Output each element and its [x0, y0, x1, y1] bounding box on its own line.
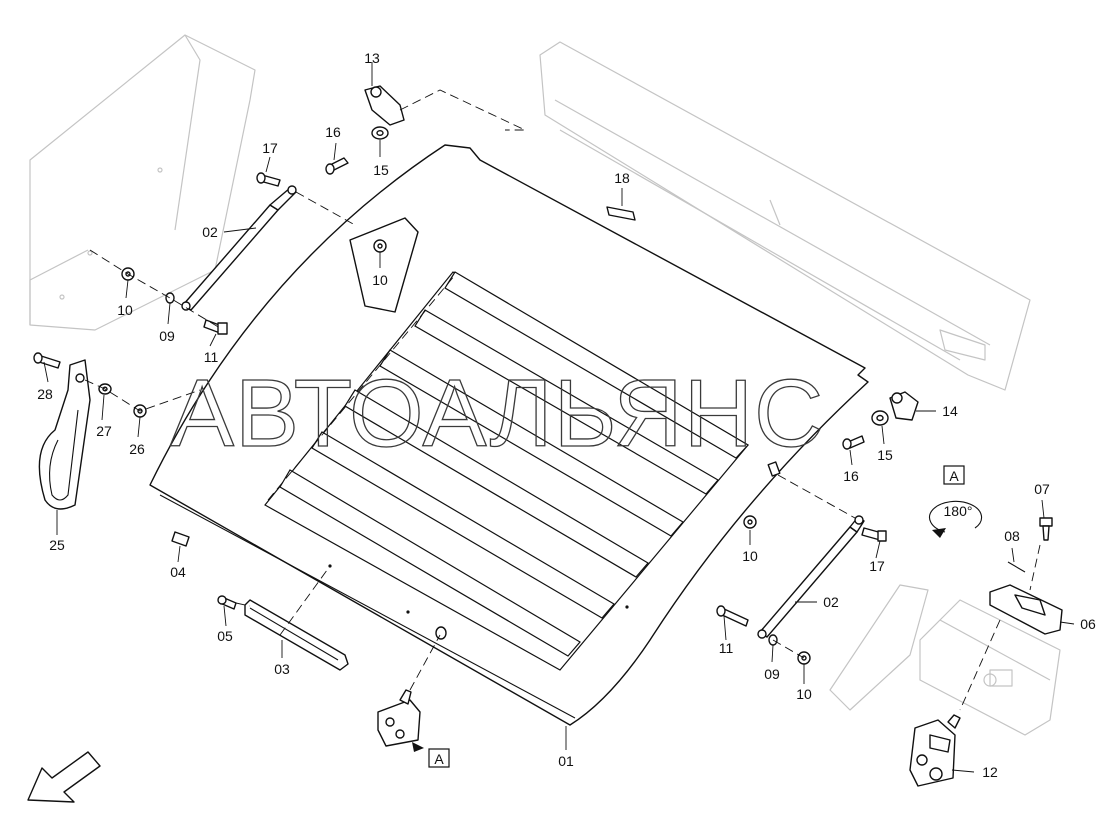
screw-07	[1039, 517, 1053, 541]
hinge-top	[364, 85, 526, 131]
callout-10-right-lower: 10	[796, 686, 812, 702]
background-frame-right	[539, 41, 1031, 391]
spring-08	[1007, 561, 1026, 573]
rotation-label: 180°	[944, 503, 973, 519]
callout-10-bubble: 10	[372, 272, 388, 288]
callout-18: 18	[614, 170, 630, 186]
handle-03	[244, 599, 349, 671]
callout-11-left: 11	[204, 349, 219, 365]
view-marker-letter-bottom: A	[434, 751, 444, 767]
callout-03: 03	[274, 661, 290, 677]
latch-06	[959, 544, 1063, 711]
watermark-text: АВТОАЛЬЯНС	[170, 360, 824, 467]
washer-15-top	[371, 126, 389, 140]
callout-09-left: 09	[159, 328, 175, 344]
callout-04: 04	[170, 564, 186, 580]
bolt-16-top	[325, 157, 349, 175]
callout-05: 05	[217, 628, 233, 644]
washer-09-left	[165, 292, 175, 304]
callout-12: 12	[982, 764, 998, 780]
clip-18	[606, 206, 636, 221]
callout-01: 01	[558, 753, 574, 769]
nut-10-right-upper	[743, 515, 757, 529]
bolt-17-left	[256, 172, 281, 187]
callout-10-right-upper: 10	[742, 548, 758, 564]
callout-08: 08	[1004, 528, 1020, 544]
pin-04	[171, 531, 190, 547]
callout-02-left: 02	[202, 224, 218, 240]
callout-10-upper-left: 10	[117, 302, 133, 318]
callout-17-left: 17	[262, 140, 278, 156]
rotation-marker: A 180°	[929, 465, 983, 538]
callout-02-right: 02	[823, 594, 839, 610]
callout-07: 07	[1034, 481, 1050, 497]
leader-lines	[43, 62, 1075, 773]
gas-strut-right	[757, 515, 865, 639]
bolt-11-right	[716, 605, 749, 627]
bolt-16-right	[842, 435, 865, 450]
view-marker-letter-top: A	[949, 468, 959, 484]
hinge-right	[889, 391, 919, 421]
screw-05	[217, 595, 237, 610]
callout-26: 26	[129, 441, 145, 457]
callout-09-right: 09	[764, 666, 780, 682]
callout-14: 14	[942, 403, 958, 419]
callout-labels: 13 16 15 17 02 10 09 11 10 18 28 27 26 2…	[37, 50, 1096, 780]
strap-25	[38, 359, 91, 510]
callout-11-right: 11	[719, 640, 734, 656]
louvre-grille	[264, 271, 749, 671]
callout-15-top: 15	[373, 162, 389, 178]
view-marker-box-bottom: A	[428, 748, 450, 768]
gas-strut-left	[181, 185, 297, 311]
callout-13: 13	[364, 50, 380, 66]
callout-16-right: 16	[843, 468, 859, 484]
callout-17-right: 17	[869, 558, 885, 574]
callout-06: 06	[1080, 616, 1096, 632]
callout-25: 25	[49, 537, 65, 553]
washer-15-right	[871, 410, 889, 426]
bolt-28	[33, 352, 61, 369]
detail-bubble-nut	[349, 217, 419, 313]
callout-16-top: 16	[325, 124, 341, 140]
callout-28: 28	[37, 386, 53, 402]
front-direction-arrow	[27, 751, 101, 803]
bolt-11-left	[203, 319, 228, 335]
bolt-17-right	[861, 527, 887, 542]
latch-bracket-12	[909, 714, 961, 787]
background-bracket-lower-right	[829, 584, 1061, 736]
background-frame-left	[29, 34, 256, 331]
callout-15-right: 15	[877, 447, 893, 463]
callout-27: 27	[96, 423, 112, 439]
latch-bracket-center	[377, 634, 441, 752]
